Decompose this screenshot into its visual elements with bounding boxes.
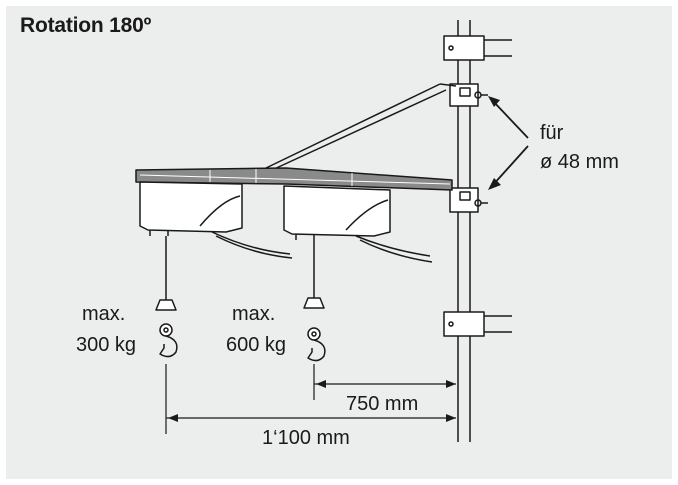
jib-beam <box>135 167 453 191</box>
hoist-2-capacity-line1: max. <box>232 303 276 325</box>
wall-clamp-bottom <box>443 311 512 337</box>
hoist-2-capacity-line2: 600 kg <box>226 334 287 356</box>
dimension-lines <box>165 364 456 434</box>
hook-2 <box>303 240 326 362</box>
wall-clamp-top <box>443 35 512 61</box>
hoist-1-capacity-line2: 300 kg <box>76 334 137 356</box>
hoist-unit-2 <box>283 185 433 263</box>
arrowheads <box>168 96 501 422</box>
support-brace <box>265 83 457 171</box>
dimension-long-label: 1‘100 mm <box>262 427 350 449</box>
mount-clamp-lower <box>449 187 488 213</box>
mount-note-line2: ø 48 mm <box>540 151 619 173</box>
mount-clamp-upper <box>449 83 488 107</box>
mount-note-line1: für <box>540 122 564 144</box>
hoist-unit-1 <box>139 181 293 259</box>
hoist-1-capacity-line1: max. <box>82 303 126 325</box>
hook-1 <box>155 236 178 358</box>
diagram-title: Rotation 180º <box>20 14 152 37</box>
dimension-short-label: 750 mm <box>346 393 419 415</box>
diagram-panel <box>6 6 672 479</box>
pointer-arrows <box>491 99 529 187</box>
